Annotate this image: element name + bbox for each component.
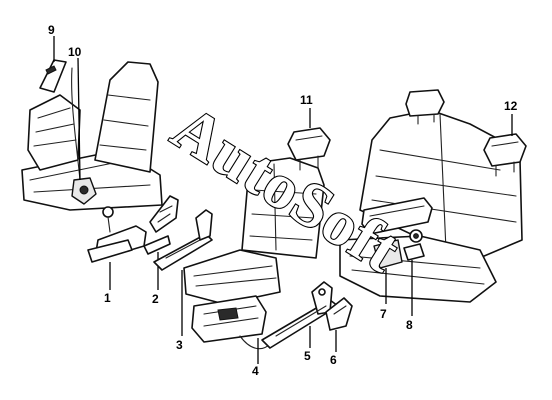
callout-8: 8 xyxy=(406,318,413,332)
part-2-side-bracket xyxy=(143,195,179,290)
callout-7: 7 xyxy=(380,307,387,321)
part-5-long-rail xyxy=(261,281,339,349)
callout-11: 11 xyxy=(300,93,313,107)
callout-labels: 1 2 3 4 5 6 7 8 9 10 11 12 xyxy=(48,23,518,378)
callout-6: 6 xyxy=(330,353,337,367)
callout-2: 2 xyxy=(152,292,159,306)
part-4-seat-frame xyxy=(191,295,271,364)
part-3-slide-rail xyxy=(153,209,213,336)
callout-4: 4 xyxy=(252,364,259,378)
callout-10: 10 xyxy=(68,45,82,59)
part-11-headrest xyxy=(287,108,331,171)
callout-1: 1 xyxy=(104,291,111,305)
part-1-lever-assembly xyxy=(87,206,147,290)
part-6-latch xyxy=(325,297,353,352)
front-seat-center xyxy=(183,157,325,305)
part-8-fitting xyxy=(403,229,425,316)
callout-12: 12 xyxy=(504,99,518,113)
part-12-headrest xyxy=(483,114,527,177)
callout-5: 5 xyxy=(304,349,311,363)
part-9-bracket xyxy=(39,36,67,93)
callout-9: 9 xyxy=(48,23,55,37)
part-10-belt-cable xyxy=(71,57,97,205)
callout-3: 3 xyxy=(176,338,183,352)
part-7-armrest xyxy=(361,197,433,304)
